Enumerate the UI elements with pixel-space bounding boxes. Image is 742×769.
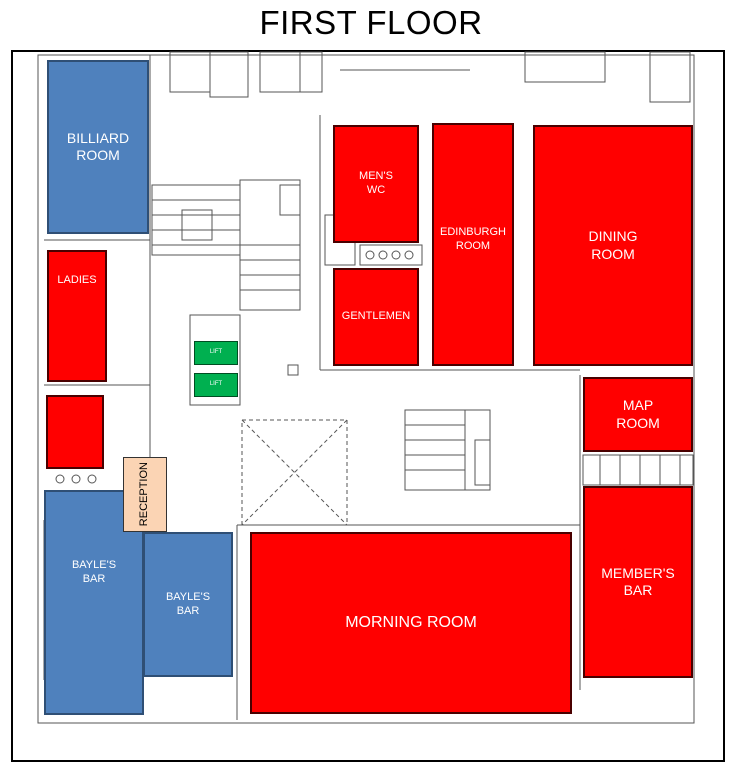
billiard-room[interactable]: BILLIARD ROOM xyxy=(47,60,149,234)
bayles-bar-right-label: BAYLE'S BAR xyxy=(165,590,211,617)
ladies-room-label: LADIES xyxy=(57,274,97,287)
ladies-room[interactable]: LADIES xyxy=(47,250,107,382)
dining-room-label: DINING ROOM xyxy=(588,228,638,262)
lift-lower[interactable]: LIFT xyxy=(194,373,238,397)
lift-upper-label: LIFT xyxy=(209,349,223,356)
lift-upper[interactable]: LIFT xyxy=(194,341,238,365)
bayles-bar-right[interactable]: BAYLE'S BAR xyxy=(143,532,233,677)
bayles-bar-left-label: BAYLE'S BAR xyxy=(71,558,117,585)
mens-wc[interactable]: MEN'S WC xyxy=(333,125,419,243)
map-room[interactable]: MAP ROOM xyxy=(583,377,693,452)
morning-room[interactable]: MORNING ROOM xyxy=(250,532,572,714)
members-bar[interactable]: MEMBER'S BAR xyxy=(583,486,693,678)
floor-plan-outline xyxy=(11,50,725,762)
morning-room-label: MORNING ROOM xyxy=(345,614,477,631)
members-bar-label: MEMBER'S BAR xyxy=(601,564,675,599)
reception-label: RECEPTION xyxy=(138,462,151,527)
billiard-room-label: BILLIARD ROOM xyxy=(66,129,130,164)
gentlemen-room-label: GENTLEMEN xyxy=(341,310,411,323)
accessible-wc[interactable] xyxy=(46,395,104,469)
edinburgh-room-label: EDINBURGH ROOM xyxy=(439,225,506,252)
map-room-label: MAP ROOM xyxy=(616,397,660,431)
lift-lower-label: LIFT xyxy=(209,381,223,388)
gentlemen-room[interactable]: GENTLEMEN xyxy=(333,268,419,366)
mens-wc-label: MEN'S WC xyxy=(359,170,393,196)
reception-desk[interactable]: RECEPTION xyxy=(123,457,167,532)
edinburgh-room[interactable]: EDINBURGH ROOM xyxy=(432,123,514,366)
page-title: FIRST FLOOR xyxy=(259,4,483,41)
dining-room[interactable]: DINING ROOM xyxy=(533,125,693,366)
